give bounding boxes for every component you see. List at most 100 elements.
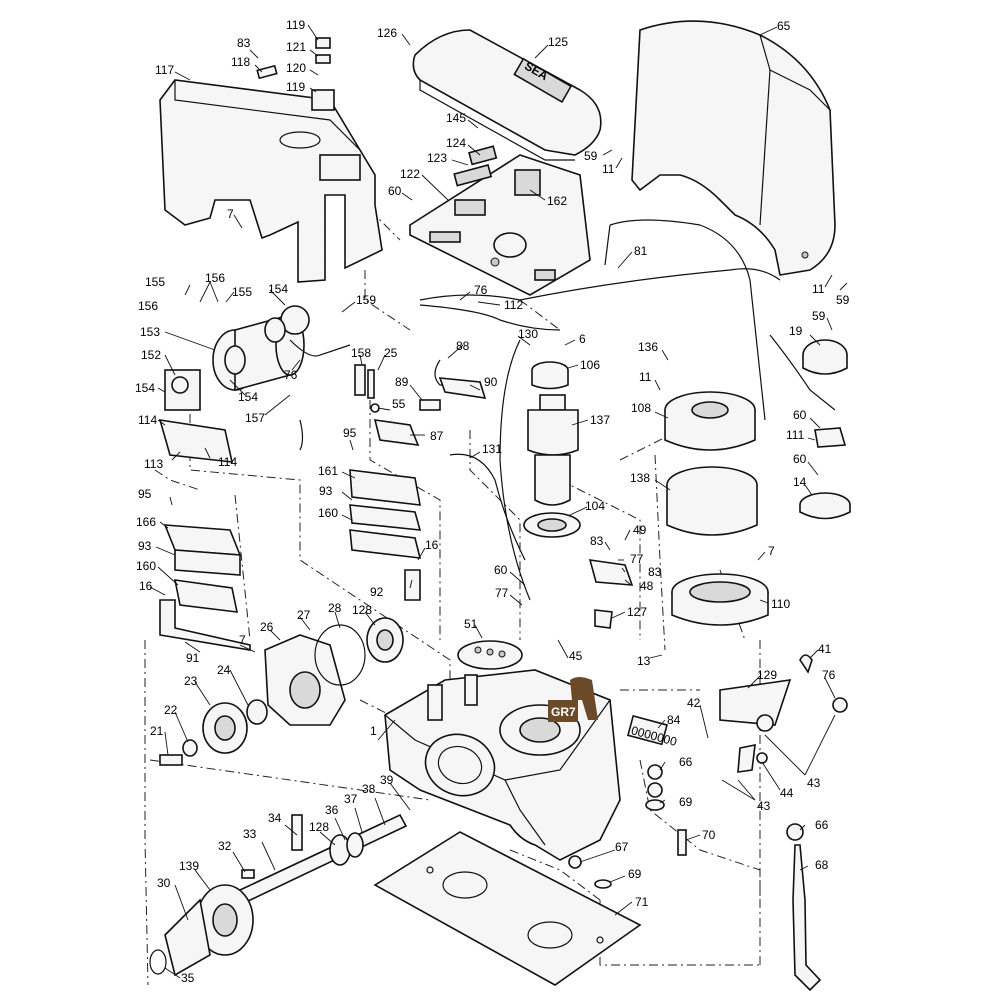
- callout-111: 111: [786, 428, 805, 442]
- gr7-badge: [548, 700, 578, 722]
- callout-88: 88: [456, 339, 470, 353]
- callout-153: 153: [140, 325, 160, 339]
- callout-90: 90: [484, 375, 498, 389]
- right-side-parts: 0000000: [588, 339, 851, 773]
- callout-160: 160: [136, 559, 156, 573]
- callout-45: 45: [569, 649, 583, 663]
- callout-95: 95: [138, 487, 152, 501]
- callout-125: 125: [548, 35, 568, 49]
- callout-60: 60: [793, 452, 807, 466]
- output-gear-train: [159, 617, 404, 766]
- callout-41: 41: [818, 642, 832, 656]
- callout-160: 160: [318, 506, 338, 520]
- callout-26: 26: [260, 620, 274, 634]
- callout-131: 131: [482, 442, 502, 456]
- callout-25: 25: [384, 346, 398, 360]
- callout-108: 108: [631, 401, 651, 415]
- callout-24: 24: [217, 663, 231, 677]
- callout-35: 35: [181, 971, 195, 985]
- callout-106: 106: [580, 358, 600, 372]
- callout-59: 59: [812, 309, 826, 323]
- callout-69: 69: [628, 867, 642, 881]
- callout-154: 154: [268, 282, 288, 296]
- callout-11: 11: [639, 370, 652, 384]
- brackets-left: [159, 469, 422, 651]
- callout-156: 156: [205, 271, 225, 285]
- callout-121: 121: [286, 40, 306, 54]
- callout-7: 7: [227, 207, 234, 221]
- callout-66: 66: [815, 818, 829, 832]
- callout-11: 11: [812, 282, 825, 296]
- callout-145: 145: [446, 111, 466, 125]
- callout-123: 123: [427, 151, 447, 165]
- callout-65: 65: [777, 19, 791, 33]
- callout-51: 51: [464, 617, 478, 631]
- callout-43: 43: [807, 776, 821, 790]
- callout-6: 6: [579, 332, 586, 346]
- callout-27: 27: [297, 608, 311, 622]
- callout-14: 14: [793, 475, 807, 489]
- callout-154: 154: [238, 390, 258, 404]
- base-plate-71: [373, 831, 642, 986]
- callout-155: 155: [232, 285, 252, 299]
- callout-labels: 126 125 65 119 121 120 119 83 118 117 14…: [135, 18, 850, 985]
- gearbox-housing-1: [384, 640, 621, 861]
- control-board-cover-125: SEA: [412, 29, 602, 161]
- callout-104: 104: [585, 499, 605, 513]
- callout-11: 11: [602, 162, 615, 176]
- callout-37: 37: [344, 792, 358, 806]
- callout-76: 76: [284, 368, 298, 382]
- callout-16: 16: [139, 579, 153, 593]
- callout-67: 67: [615, 840, 629, 854]
- callout-122: 122: [400, 167, 420, 181]
- callout-158: 158: [351, 346, 371, 360]
- callout-16: 16: [425, 538, 439, 552]
- callout-89: 89: [395, 375, 409, 389]
- callout-162: 162: [547, 194, 567, 208]
- callout-48: 48: [640, 579, 654, 593]
- callout-30: 30: [157, 876, 171, 890]
- leader-lines: [149, 24, 848, 979]
- callout-112: 112: [504, 298, 523, 312]
- callout-28: 28: [328, 601, 342, 615]
- main-cover-65: [631, 20, 836, 276]
- control-board-162: [409, 145, 591, 296]
- callout-59: 59: [584, 149, 598, 163]
- gr7-badge-text: GR7: [551, 705, 576, 719]
- callout-69: 69: [679, 795, 693, 809]
- callout-91: 91: [186, 651, 200, 665]
- callout-93: 93: [319, 484, 333, 498]
- callout-83: 83: [648, 565, 662, 579]
- callout-129: 129: [757, 668, 777, 682]
- callout-87: 87: [430, 429, 444, 443]
- callout-110: 110: [771, 597, 790, 611]
- callout-60: 60: [388, 184, 402, 198]
- callout-124: 124: [446, 136, 466, 150]
- callout-159: 159: [356, 293, 376, 307]
- callout-71: 71: [635, 895, 649, 909]
- gr7-part: GR7: [548, 677, 598, 722]
- callout-114: 114: [138, 413, 157, 427]
- callout-137: 137: [590, 413, 610, 427]
- callout-39: 39: [380, 773, 394, 787]
- callout-76: 76: [822, 668, 836, 682]
- callout-36: 36: [325, 803, 339, 817]
- callout-7: 7: [239, 633, 246, 647]
- callout-156: 156: [138, 299, 158, 313]
- callout-138: 138: [630, 471, 650, 485]
- callout-23: 23: [184, 674, 198, 688]
- callout-154: 154: [135, 381, 155, 395]
- callout-49: 49: [633, 523, 647, 537]
- callout-43: 43: [757, 799, 771, 813]
- fasteners-right: [568, 764, 822, 992]
- limit-switch-parts: [354, 359, 487, 446]
- callout-77: 77: [630, 552, 644, 566]
- drive-shaft-assembly: [149, 813, 408, 977]
- field-coil-assembly: [664, 391, 769, 626]
- callout-118: 118: [231, 55, 250, 69]
- callout-95: 95: [343, 426, 357, 440]
- transformer-assembly: [158, 305, 351, 463]
- callout-59: 59: [836, 293, 850, 307]
- callout-22: 22: [164, 703, 178, 717]
- callout-119: 119: [286, 18, 305, 32]
